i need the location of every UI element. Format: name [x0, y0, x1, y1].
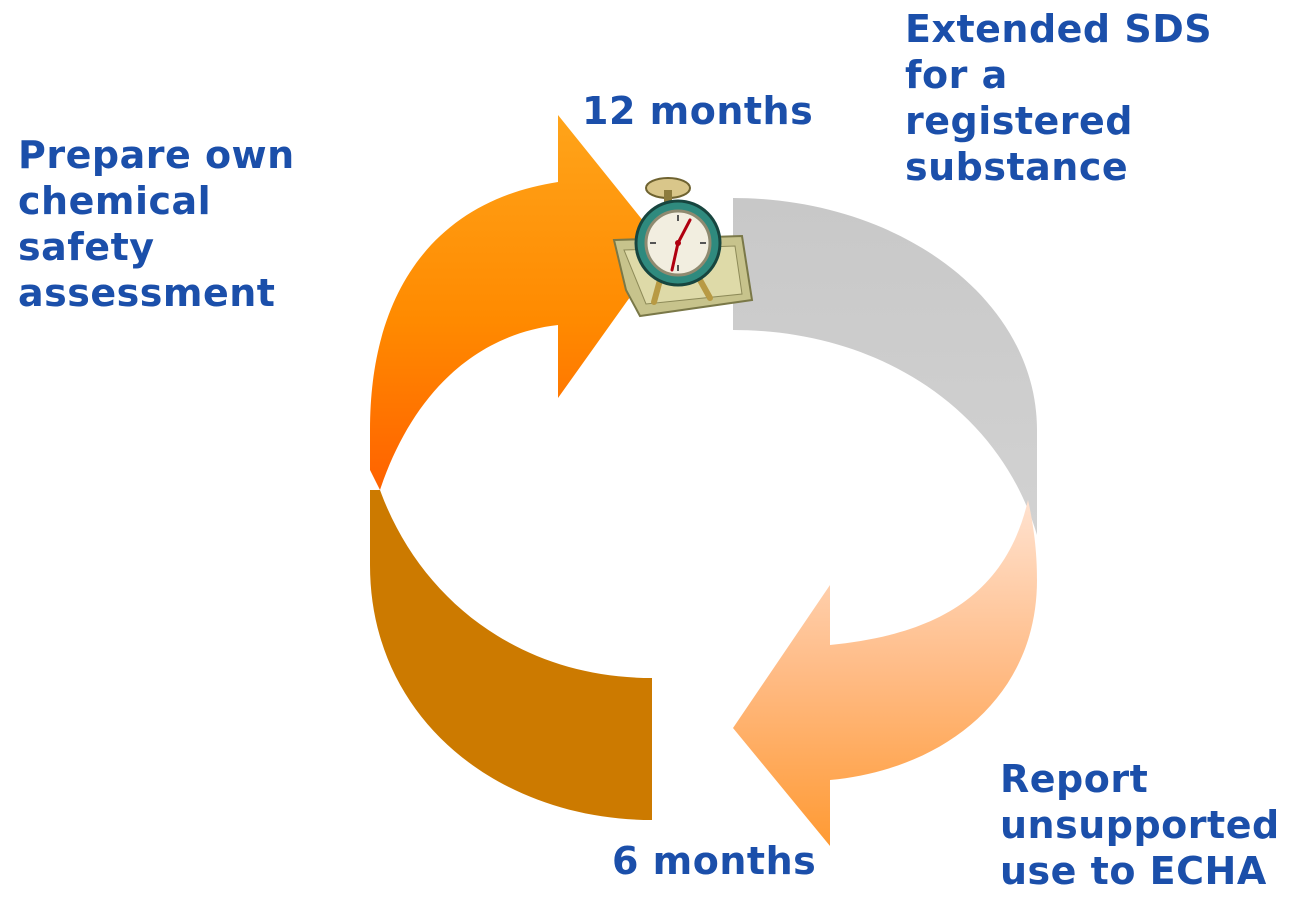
twelve-months-label: 12 months	[582, 89, 814, 133]
brown-band	[370, 490, 652, 820]
gray-band	[733, 198, 1037, 535]
alarm-clock-icon	[612, 177, 754, 318]
prepare-assessment-label: Prepare own chemical safety assessment	[18, 133, 295, 315]
report-unsupported-label: Report unsupported use to ECHA	[1000, 757, 1280, 893]
orange-arrow	[370, 115, 665, 490]
peach-arrow	[733, 500, 1037, 846]
extended-sds-label: Extended SDS for a registered substance	[905, 7, 1213, 189]
six-months-label: 6 months	[612, 839, 817, 883]
